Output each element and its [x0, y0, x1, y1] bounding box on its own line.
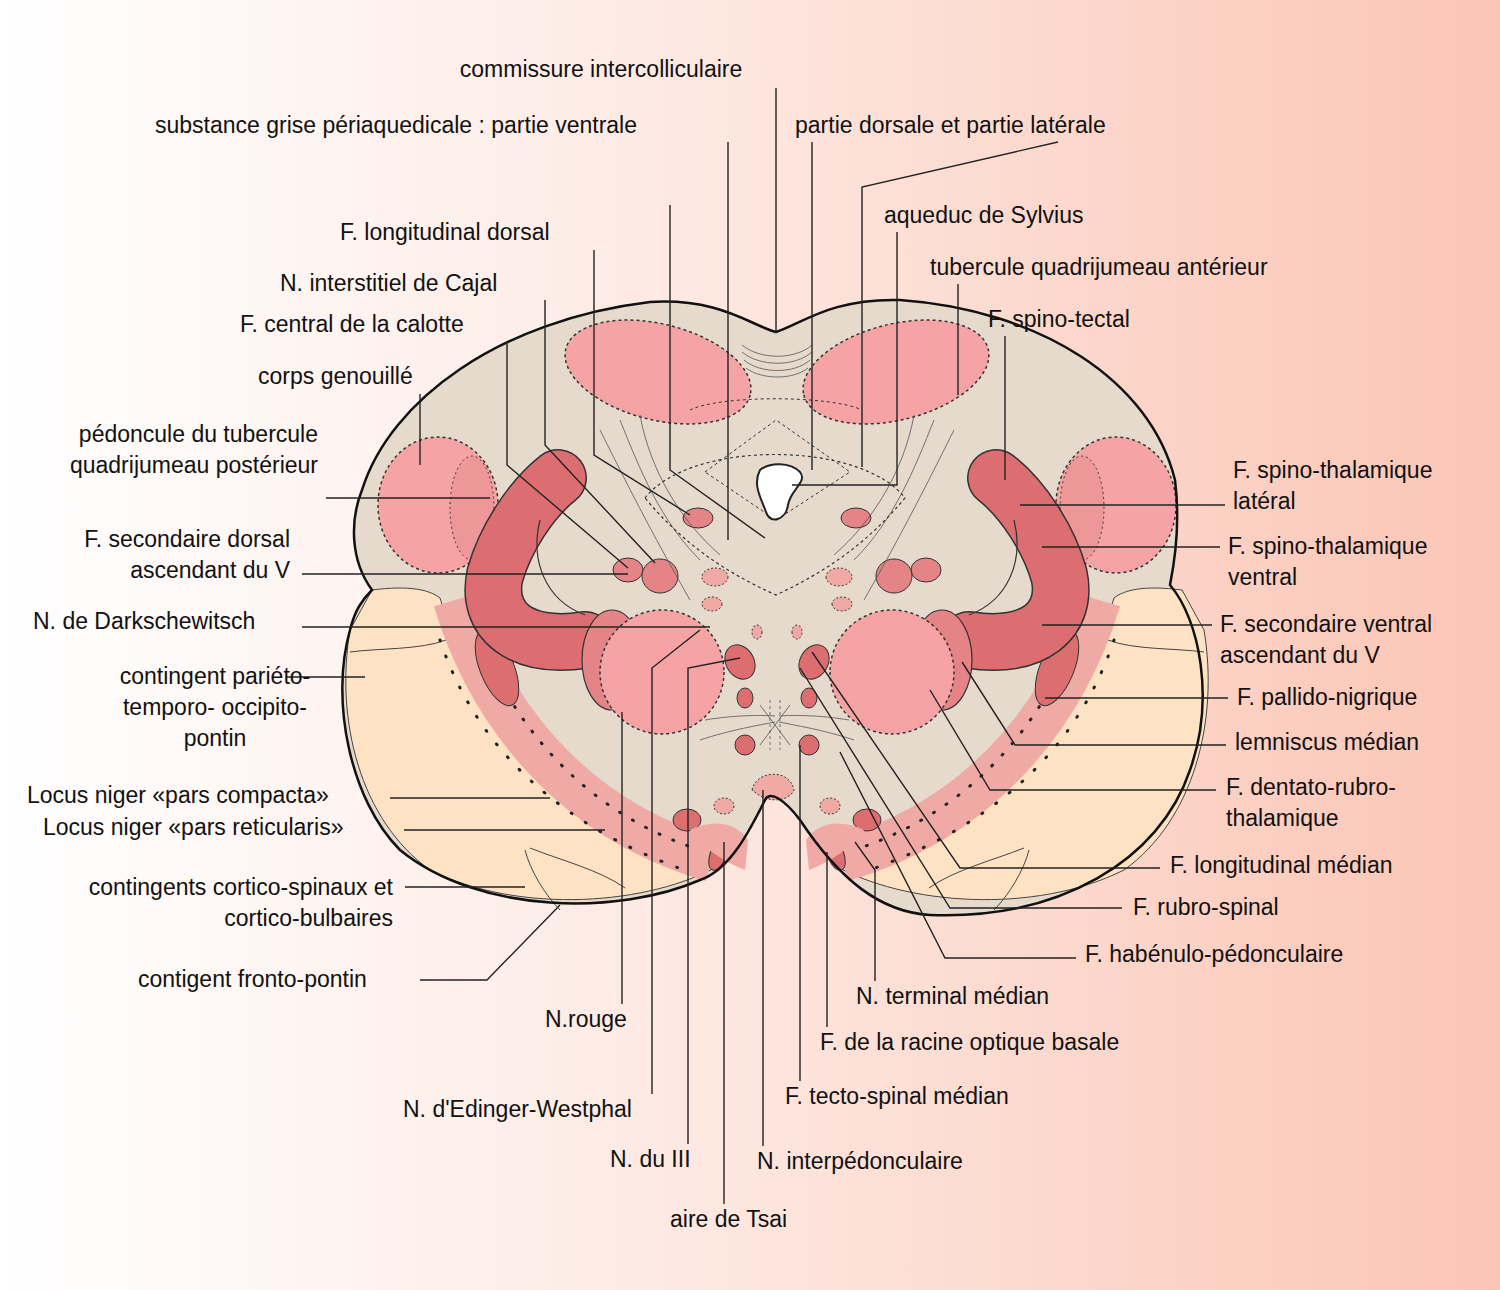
anatomy-shape: [962, 662, 1226, 745]
anatomy-shape: [742, 345, 812, 377]
structure-label: F. pallido-nigrique: [1237, 682, 1417, 713]
anatomy-shape: [757, 464, 802, 519]
structure-label: N. interpédonculaire: [757, 1146, 963, 1177]
structure-label: F. rubro-spinal: [1133, 892, 1279, 923]
anatomy-shape: [705, 420, 850, 520]
anatomy-shape: [346, 302, 775, 910]
anatomy-shape: [800, 668, 1122, 908]
structure-label: N.rouge: [545, 1004, 627, 1035]
structure-label: F. dentato-rubro- thalamique: [1226, 772, 1451, 834]
structure-label: N. d'Edinger-Westphal: [403, 1094, 632, 1125]
structure-label: F. habénulo-pédonculaire: [1085, 939, 1343, 970]
structure-label: Locus niger «pars reticularis»: [43, 812, 343, 843]
anatomy-shape: [688, 658, 740, 1144]
anatomy-shape: [594, 250, 690, 515]
anatomy-shape: [855, 842, 875, 981]
anatomy-shape: [1020, 504, 1225, 505]
structure-label: F. tecto-spinal médian: [785, 1081, 1009, 1112]
anatomy-shape: [1042, 624, 1212, 625]
anatomy-shape: [799, 745, 800, 1081]
anatomy-shape: [727, 142, 728, 540]
anatomy-shape: [779, 302, 1208, 910]
anatomy-shape: [621, 712, 622, 1004]
anatomy-shape: [1004, 336, 1005, 480]
structure-label: commissure intercolliculaire: [460, 54, 742, 85]
anatomy-shape: [840, 752, 1076, 958]
anatomy-shape: [792, 232, 897, 485]
anatomy-shape: [419, 394, 420, 465]
anatomy-shape: [746, 368, 808, 377]
anatomy-shape: [1042, 546, 1220, 547]
anatomy-shape: [670, 205, 765, 538]
anatomy-shape: [690, 399, 862, 410]
anatomy-shape: [742, 352, 812, 363]
structure-label: lemniscus médian: [1235, 727, 1419, 758]
structure-label: contigent fronto-pontin: [138, 964, 367, 995]
structure-label: N. terminal médian: [856, 981, 1049, 1012]
anatomy-shape: [780, 700, 781, 750]
anatomy-shape: [762, 790, 763, 1146]
anatomy-shape: [302, 626, 710, 627]
anatomy-shape: [507, 342, 628, 568]
anatomy-shape: [760, 705, 790, 745]
anatomy-shape: [957, 284, 958, 395]
anatomy-shape: [812, 652, 1160, 868]
anatomy-shape: [545, 300, 655, 563]
anatomy-shape: [645, 455, 905, 596]
anatomy-shape: [744, 360, 810, 371]
anatomy-shape: [811, 142, 812, 470]
anatomy-shape: [930, 690, 1216, 790]
structure-label: F. secondaire dorsal ascendant du V: [20, 524, 290, 586]
structure-label: F. longitudinal dorsal: [340, 217, 550, 248]
structure-label: F. central de la calotte: [240, 309, 464, 340]
structure-label: N. du III: [610, 1144, 691, 1175]
structure-label: N. de Darkschewitsch: [33, 606, 255, 637]
structure-label: F. longitudinal médian: [1170, 850, 1392, 881]
anatomy-shape: [862, 142, 1058, 467]
anatomy-shape: [1045, 697, 1228, 698]
structure-label: F. de la racine optique basale: [820, 1027, 1119, 1058]
anatomy-shape: [775, 88, 776, 333]
structure-label: aqueduc de Sylvius: [884, 200, 1083, 231]
structure-label: aire de Tsai: [670, 1204, 787, 1235]
structure-label: contingents cortico-spinaux et cortico-b…: [53, 872, 393, 934]
anatomy-shape: [723, 842, 724, 1204]
anatomy-shape: [652, 630, 700, 1094]
anatomy-shape: [404, 829, 605, 830]
anatomy-shape: [420, 905, 560, 980]
structure-label: F. spino-thalamique latéral: [1233, 455, 1483, 517]
structure-label: tubercule quadrijumeau antérieur: [930, 252, 1268, 283]
structure-label: Locus niger «pars compacta»: [27, 780, 329, 811]
anatomy-shape: [390, 797, 550, 798]
structure-label: contingent pariéto-temporo- occipito-pon…: [113, 661, 318, 754]
structure-label: partie dorsale et partie latérale: [795, 110, 1106, 141]
anatomy-shape: [742, 345, 812, 356]
anatomy-shape: [326, 497, 490, 498]
structure-label: F. spino-tectal: [988, 304, 1130, 335]
structure-label: F. secondaire ventral ascendant du V: [1220, 609, 1485, 671]
structure-label: F. spino-thalamique ventral: [1228, 531, 1478, 593]
structure-label: substance grise périaquedicale : partie …: [155, 110, 637, 141]
structure-label: corps genouillé: [258, 361, 413, 392]
anatomy-shape: [770, 700, 771, 750]
anatomy-shape: [342, 300, 1202, 915]
anatomy-shape: [302, 573, 628, 574]
anatomy-shape: [826, 852, 827, 1027]
structure-label: N. interstitiel de Cajal: [280, 268, 497, 299]
structure-label: pédoncule du tubercule quadrijumeau post…: [38, 419, 318, 481]
anatomy-shape: [405, 886, 525, 887]
anatomy-shape: [760, 705, 790, 745]
anatomy-shape: [760, 700, 790, 750]
